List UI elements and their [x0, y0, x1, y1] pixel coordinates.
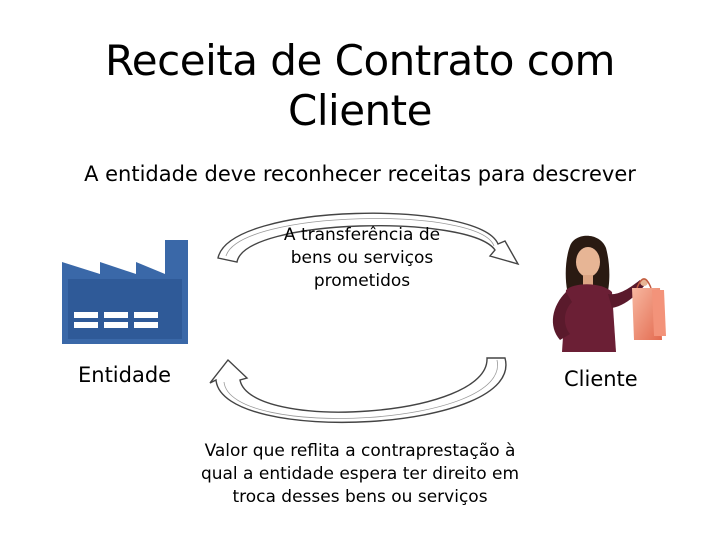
slide-subtitle: A entidade deve reconhecer receitas para…	[84, 162, 636, 186]
factory-icon	[62, 240, 188, 344]
top-arrow-label: A transferência de bens ou serviços prom…	[283, 225, 441, 291]
shopper-woman-icon	[552, 235, 666, 352]
top-curved-arrow	[217, 212, 520, 266]
bottom-curved-arrow	[209, 357, 507, 423]
entity-label: Entidade	[78, 363, 172, 387]
slide-title: Receita de Contrato com Cliente	[105, 36, 615, 135]
customer-label: Cliente	[564, 367, 638, 391]
bottom-arrow-label: Valor que reflita a contraprestação à qu…	[200, 441, 520, 507]
